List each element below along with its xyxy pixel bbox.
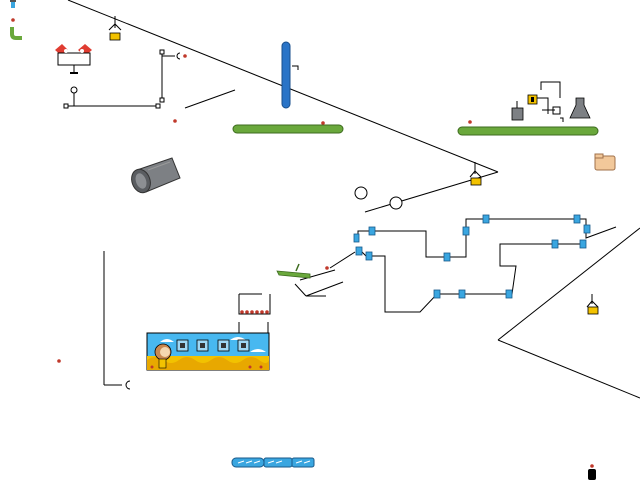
spring-icon[interactable]	[10, 0, 16, 8]
pellet[interactable]	[325, 266, 329, 270]
pellet[interactable]	[173, 119, 177, 123]
hanging-bucket[interactable]	[586, 294, 599, 315]
film-tile-icon	[196, 339, 209, 352]
pipe-node[interactable]	[505, 289, 513, 299]
pellet[interactable]	[183, 54, 187, 58]
pellet[interactable]	[57, 359, 61, 363]
film-tile-icon	[237, 339, 250, 352]
pipe-elbow-icon[interactable]	[10, 27, 22, 40]
short-ramp-left[interactable]	[184, 89, 236, 109]
pipe-node[interactable]	[573, 214, 581, 224]
lower-return-ramp[interactable]	[497, 339, 640, 399]
ball[interactable]	[354, 186, 368, 200]
cannon[interactable]	[128, 157, 181, 195]
pipe-node[interactable]	[462, 226, 470, 236]
basket[interactable]	[238, 293, 271, 333]
blue-tube[interactable]	[281, 41, 299, 109]
hook-rope[interactable]	[103, 251, 131, 390]
pellet[interactable]	[321, 121, 325, 125]
pellet-icon[interactable]	[11, 18, 15, 22]
pipe-node[interactable]	[482, 214, 490, 224]
pipe-node[interactable]	[443, 252, 451, 262]
film-tile-icon	[176, 339, 189, 352]
lab-apparatus[interactable]	[511, 81, 591, 122]
lower-ramp[interactable]	[497, 227, 640, 341]
hanging-bucket[interactable]	[108, 16, 122, 41]
hanging-bucket[interactable]	[469, 162, 482, 186]
green-shelf[interactable]	[457, 126, 599, 136]
funnel-ramp-bottom[interactable]	[294, 283, 307, 297]
pulley-rig[interactable]	[63, 49, 181, 109]
pipe-node[interactable]	[551, 239, 559, 249]
pipe-node[interactable]	[368, 226, 376, 236]
pipe-node[interactable]	[583, 224, 591, 234]
player-cursor[interactable]	[588, 464, 596, 480]
pipe-node[interactable]	[433, 289, 441, 299]
pipe-node[interactable]	[353, 233, 360, 243]
pellet[interactable]	[468, 120, 472, 124]
pipe-network[interactable]	[357, 218, 617, 313]
hose-segment[interactable]	[329, 251, 356, 269]
funnel-ramp[interactable]	[305, 281, 344, 297]
pipe-node[interactable]	[355, 246, 363, 256]
toolbox	[10, 0, 22, 40]
cardboard-box[interactable]	[594, 153, 616, 171]
green-shelf[interactable]	[232, 124, 344, 134]
mailbox[interactable]	[55, 44, 92, 74]
face-icon	[154, 343, 172, 369]
pipe-node[interactable]	[365, 251, 373, 261]
launcher-platform[interactable]	[276, 263, 311, 279]
film-tile-icon	[217, 339, 230, 352]
pipe-node[interactable]	[579, 239, 587, 249]
pipe-nodes	[353, 214, 591, 299]
short-ramp-mid[interactable]	[299, 269, 336, 281]
scenic-panel[interactable]	[146, 332, 270, 371]
pipe-node[interactable]	[458, 289, 466, 299]
ball[interactable]	[389, 196, 403, 210]
conveyor-belt[interactable]	[231, 457, 315, 468]
